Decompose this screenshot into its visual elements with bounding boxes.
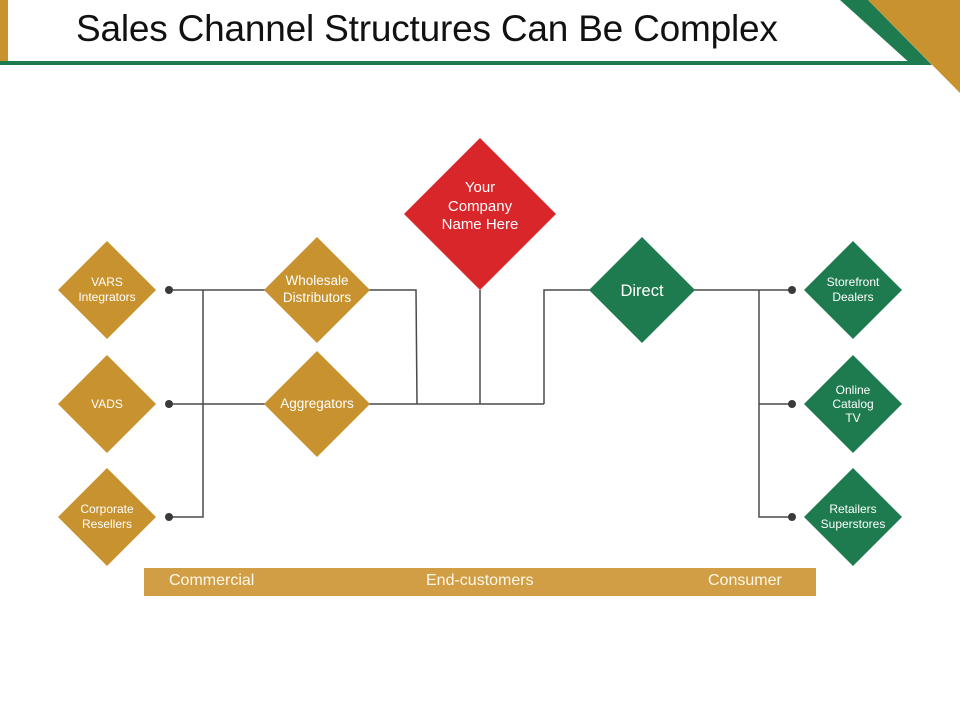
connector-dot (788, 400, 796, 408)
accent-bar-left (0, 0, 8, 62)
corner-gold-triangle (868, 0, 960, 93)
connector-line (543, 289, 592, 404)
title-underline (0, 61, 912, 65)
page-title: Sales Channel Structures Can Be Complex (76, 8, 778, 49)
node-storefront-dealers[interactable]: Storefront Dealers (813, 270, 893, 310)
node-direct[interactable]: Direct (597, 279, 687, 303)
diamond-shape (264, 237, 370, 343)
node-label: Your Company Name Here (441, 178, 519, 234)
node-label: Aggregators (280, 395, 354, 411)
node-online-catalog-tv[interactable]: Online Catalog TV (813, 381, 893, 427)
corner-decoration (840, 0, 960, 93)
banner-label-commercial: Commercial (169, 572, 255, 589)
diamond-shape (404, 138, 556, 290)
end-customers-banner: Commercial End-customers Consumer (144, 568, 816, 596)
node-aggregators[interactable]: Aggregators (272, 394, 362, 414)
banner-label-consumer: Consumer (708, 572, 782, 589)
node-corporate-resellers[interactable]: Corporate Resellers (67, 497, 147, 537)
node-label: Retailers Superstores (820, 502, 886, 531)
connector-dot (165, 400, 173, 408)
connector-line (758, 290, 792, 518)
connector-line (368, 289, 418, 405)
node-label: VARS Integrators (78, 275, 136, 304)
diamond-shape (804, 468, 902, 566)
node-your-company[interactable]: Your Company Name Here (430, 176, 530, 238)
connector-line (169, 290, 204, 518)
connector-dot (788, 513, 796, 521)
banner-label-end-customers: End-customers (426, 572, 534, 589)
node-vars-integrators[interactable]: VARS Integrators (67, 270, 147, 310)
corner-green-stripe (840, 0, 932, 65)
diamond-shape (58, 241, 156, 339)
connector-dot (788, 286, 796, 294)
diamond-shape (264, 351, 370, 457)
node-retailers-superstores[interactable]: Retailers Superstores (808, 497, 898, 537)
diamond-shape (589, 237, 695, 343)
node-label: Wholesale Distributors (282, 273, 352, 305)
node-label: Online Catalog TV (832, 382, 874, 426)
node-vads[interactable]: VADS (67, 394, 147, 414)
node-wholesale-distributors[interactable]: Wholesale Distributors (272, 270, 362, 310)
diamond-shape (58, 355, 156, 453)
node-label: Corporate Resellers (80, 502, 134, 531)
connector-dot (165, 513, 173, 521)
node-label: Direct (620, 281, 664, 300)
node-label: VADS (91, 396, 123, 411)
diamond-shape (58, 468, 156, 566)
diamond-shape (804, 241, 902, 339)
connector-dot (165, 286, 173, 294)
diamond-shape (804, 355, 902, 453)
node-label: Storefront Dealers (826, 275, 880, 304)
